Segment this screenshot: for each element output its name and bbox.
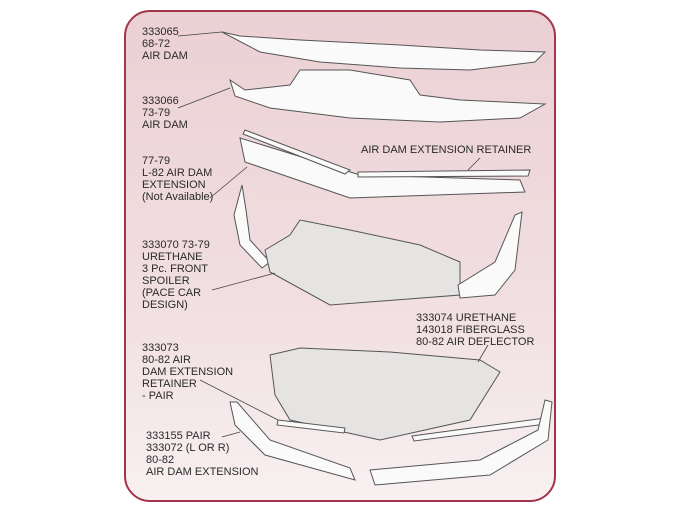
part-333065-air-dam (221, 31, 547, 71)
label-line: 3 Pc. FRONT (142, 263, 209, 275)
part-extension-retainer (357, 169, 531, 178)
leader-line (477, 344, 489, 363)
leader-line (177, 31, 223, 37)
leader-line (199, 379, 279, 421)
label-line: 333072 (L OR R) (146, 442, 230, 454)
label-line: 80-82 (146, 454, 175, 466)
label-line: (Not Available) (142, 191, 214, 203)
label-line: DAM EXTENSION (142, 366, 234, 378)
label-line: 143018 FIBERGLASS (416, 324, 525, 336)
label-line: - PAIR (142, 390, 174, 402)
leader-line (177, 87, 231, 109)
label-line: RETAINER (142, 378, 197, 390)
label-line: L-82 AIR DAM (142, 167, 213, 179)
label-line: EXTENSION (142, 179, 206, 191)
label-line: SPOILER (142, 275, 190, 287)
leader-line (221, 431, 241, 438)
label-line: AIR DAM (142, 119, 188, 131)
leader-line (211, 272, 276, 291)
label-line: 80-82 AIR DEFLECTOR (416, 336, 535, 348)
label-line: 333074 URETHANE (416, 312, 517, 324)
part-333070-spoiler-right (457, 211, 523, 299)
label-line: AIR DAM (142, 50, 188, 62)
label-line: 73-79 (142, 107, 171, 119)
part-333066-air-dam (229, 69, 547, 123)
label-line: 80-82 AIR (142, 354, 191, 366)
label-line: 333155 PAIR (146, 430, 211, 442)
part-333074-air-deflector (269, 347, 501, 441)
leader-line (467, 157, 481, 171)
label-line: 68-72 (142, 38, 171, 50)
part-333070-spoiler-left (233, 184, 271, 269)
part-333155-air-dam-extension-left (229, 401, 356, 481)
part-333070-spoiler-center (264, 219, 461, 306)
label-extension-retainer: AIR DAM EXTENSION RETAINER (361, 144, 531, 156)
part-333073-retainer-left (276, 419, 346, 434)
leader-line (209, 166, 248, 199)
label-line: DESIGN) (142, 299, 188, 311)
part-extension-retainer-upper (242, 129, 351, 175)
label-line: 333073 (142, 342, 179, 354)
label-line: 333070 73-79 (142, 239, 210, 251)
label-line: 333065 (142, 26, 179, 38)
label-line: URETHANE (142, 251, 203, 263)
part-333155-air-dam-extension-right (369, 399, 553, 486)
label-line: AIR DAM EXTENSION RETAINER (361, 144, 532, 156)
label-line: 333066 (142, 95, 179, 107)
label-line: (PACE CAR (142, 287, 202, 299)
label-line: AIR DAM EXTENSION (146, 466, 259, 478)
label-line: 77-79 (142, 155, 171, 167)
